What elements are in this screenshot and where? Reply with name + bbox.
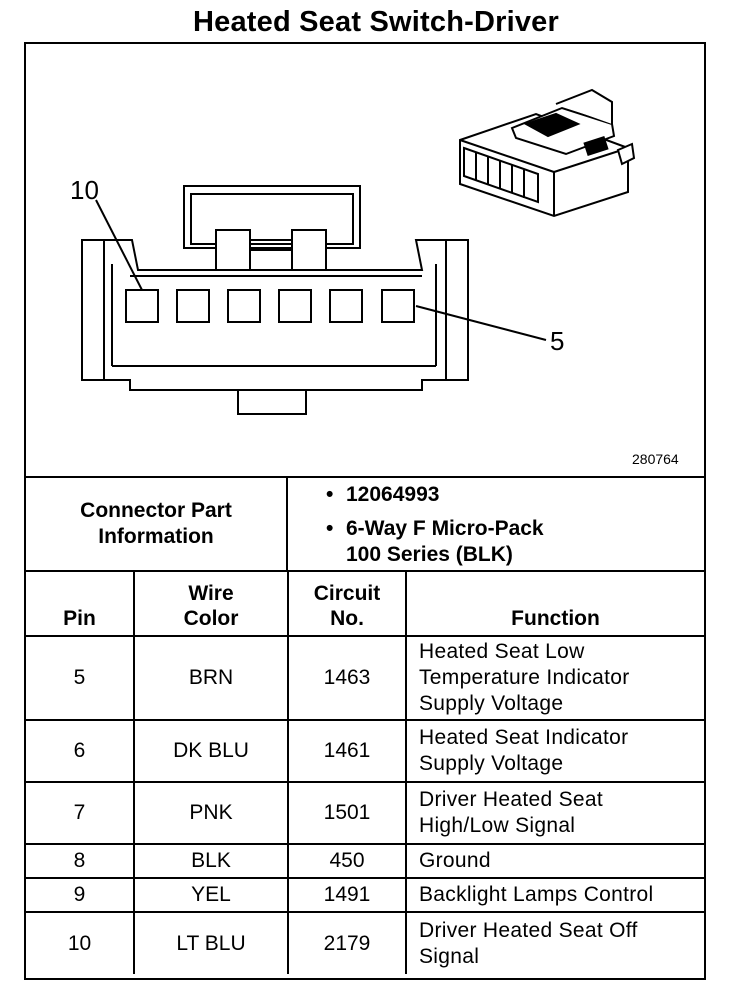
cell-circuit: 1461 (287, 719, 407, 783)
document-frame (24, 42, 706, 980)
function-line: Supply Voltage (419, 752, 564, 775)
connector-latch (183, 185, 361, 271)
header-wire-line1: Wire (188, 582, 234, 605)
cell-wire-color: LT BLU (133, 911, 289, 974)
cell-circuit: 1501 (287, 781, 407, 845)
cell-circuit: 450 (287, 843, 407, 879)
connector-info-label-line2: Information (98, 525, 214, 548)
function-line: Driver Heated Seat Off (419, 918, 638, 942)
cell-circuit: 1491 (287, 877, 407, 913)
function-line: Heated Seat Low (419, 640, 585, 663)
cell-wire-color: DK BLU (133, 719, 289, 783)
pin-cavity-8 (227, 289, 261, 323)
pin-cavities (125, 289, 415, 323)
function-line: Heated Seat Indicator (419, 726, 629, 749)
function-line: Driver Heated Seat (419, 788, 603, 811)
pin-cavity-5 (381, 289, 415, 323)
connector-info-label: Connector Part Information (26, 478, 288, 570)
header-wire-line2: Color (183, 607, 239, 630)
header-circuit-line1: Circuit (313, 582, 381, 605)
connector-isometric-icon (459, 88, 636, 218)
header-wire-color: Wire Color (133, 572, 289, 637)
cell-pin: 9 (26, 877, 135, 913)
function-line: Temperature Indicator (419, 666, 630, 689)
pin-cavity-7 (278, 289, 312, 323)
cell-wire-color: PNK (133, 781, 289, 845)
part-number: 12064993 (346, 483, 440, 506)
pin-cavity-9 (176, 289, 210, 323)
cell-pin: 6 (26, 719, 135, 783)
bullet: • (326, 483, 334, 506)
cell-wire-color: BLK (133, 843, 289, 879)
function-line: Signal (419, 944, 480, 968)
function-line: Ground (419, 849, 491, 872)
connector-info-values: • 12064993 • 6-Way F Micro-Pack 100 Series… (288, 478, 704, 570)
bullet: • (326, 517, 334, 540)
cell-function: Backlight Lamps Control (405, 877, 704, 913)
function-line: Supply Voltage (419, 692, 564, 715)
function-line: High/Low Signal (419, 814, 576, 837)
cell-circuit: 2179 (287, 911, 407, 974)
cell-wire-color: YEL (133, 877, 289, 913)
header-circuit-line2: No. (330, 607, 364, 630)
pin-callout-left: 10 (70, 175, 99, 205)
connector-diagram (81, 88, 636, 415)
header-circuit: Circuit No. (287, 572, 407, 637)
cell-pin: 8 (26, 843, 135, 879)
callout-leader-10 (95, 199, 143, 291)
connector-info-label-line1: Connector Part (80, 499, 232, 522)
description-line: • 6-Way F Micro-Pack (326, 516, 544, 542)
pin-cavity-6 (329, 289, 363, 323)
cell-function: Ground (405, 843, 704, 879)
page-title: Heated Seat Switch-Driver (192, 6, 559, 38)
connector-description-1: 6-Way F Micro-Pack (346, 517, 544, 540)
cell-pin: 10 (26, 911, 135, 974)
part-number-line: • 12064993 (326, 482, 439, 508)
callout-leader-5 (415, 305, 547, 341)
connector-description-2: 100 Series (BLK) (346, 543, 513, 566)
table-header-row: Pin Wire Color Circuit No. Function (26, 572, 704, 637)
connector-body (81, 239, 469, 415)
connector-info-section: Connector Part Information • 12064993 • 6-… (26, 476, 704, 572)
header-function: Function (405, 572, 704, 637)
cell-pin: 5 (26, 635, 135, 721)
header-pin: Pin (26, 572, 135, 637)
function-line: Backlight Lamps Control (419, 883, 654, 906)
cell-wire-color: BRN (133, 635, 289, 721)
pin-callout-right: 5 (550, 326, 565, 356)
figure-number: 280764 (632, 451, 679, 467)
cell-circuit: 1463 (287, 635, 407, 721)
cell-pin: 7 (26, 781, 135, 845)
